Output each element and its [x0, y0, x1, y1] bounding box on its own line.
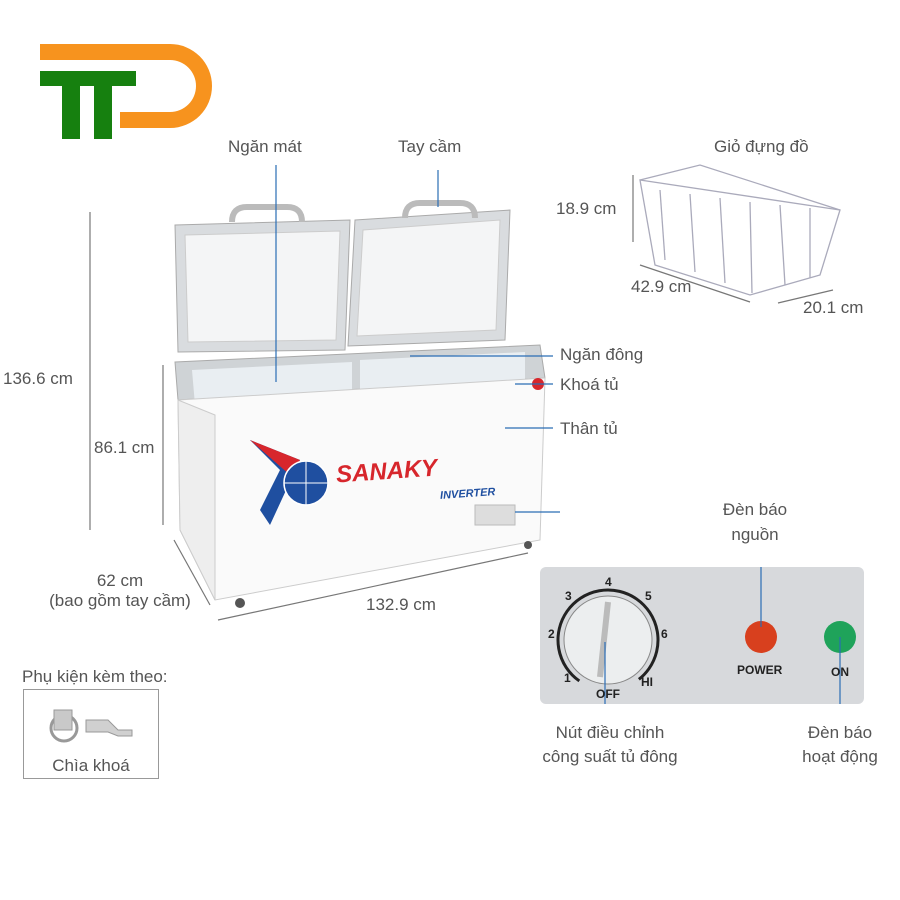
freezer-illustration [89, 165, 560, 621]
label-knob: Nút điều chỉnh công suất tủ đông [510, 721, 710, 769]
dial-mark-2: 2 [548, 627, 555, 641]
dial-mark-hi: HI [641, 675, 653, 689]
power-light-line1: Đèn báo [722, 500, 788, 519]
power-label: POWER [737, 663, 783, 677]
brand-logo [40, 44, 212, 139]
accessories-title: Phụ kiện kèm theo: [22, 667, 168, 686]
dial-mark-5: 5 [645, 589, 652, 603]
label-fridge-compartment: Ngăn mát [228, 137, 302, 156]
basket-length: 42.9 cm [631, 277, 692, 296]
on-light-line2: hoạt động [802, 747, 878, 766]
body-height: 86.1 cm [94, 438, 155, 457]
accessory-box: Chìa khoá [23, 689, 159, 779]
key-icon [49, 709, 133, 743]
basket-height: 18.9 cm [556, 199, 617, 218]
label-on-light: Đèn báo hoạt động [780, 721, 900, 769]
label-handle: Tay cầm [398, 137, 462, 156]
total-height: 136.6 cm [3, 369, 73, 388]
label-basket: Giỏ đựng đồ [714, 137, 809, 156]
accessory-item: Chìa khoá [52, 756, 130, 775]
control-panel-graphics [556, 567, 856, 704]
on-label: ON [831, 665, 849, 679]
dial-mark-off: OFF [596, 687, 620, 701]
width: 132.9 cm [366, 595, 436, 614]
power-light-line2: nguồn [731, 525, 779, 544]
dial-mark-4: 4 [605, 575, 612, 589]
depth-note: (bao gồm tay cầm) [49, 591, 191, 610]
knob-line1: Nút điều chỉnh [555, 723, 665, 742]
label-body: Thân tủ [560, 419, 618, 438]
label-lock: Khoá tủ [560, 375, 619, 394]
depth: 62 cm (bao gồm tay cầm) [20, 571, 220, 611]
dial-mark-3: 3 [565, 589, 572, 603]
dial-mark-1: 1 [564, 671, 571, 685]
power-light [745, 621, 777, 653]
basket-illustration [632, 164, 841, 304]
control-panel: 1 2 3 4 5 6 HI OFF POWER ON [540, 567, 864, 704]
knob-line2: công suất tủ đông [542, 747, 678, 766]
label-freezer-compartment: Ngăn đông [560, 345, 644, 364]
depth-value: 62 cm [96, 571, 144, 590]
on-light-line1: Đèn báo [807, 723, 873, 742]
dial-mark-6: 6 [661, 627, 668, 641]
label-power-light: Đèn báo nguồn [690, 497, 820, 547]
basket-width: 20.1 cm [803, 298, 864, 317]
